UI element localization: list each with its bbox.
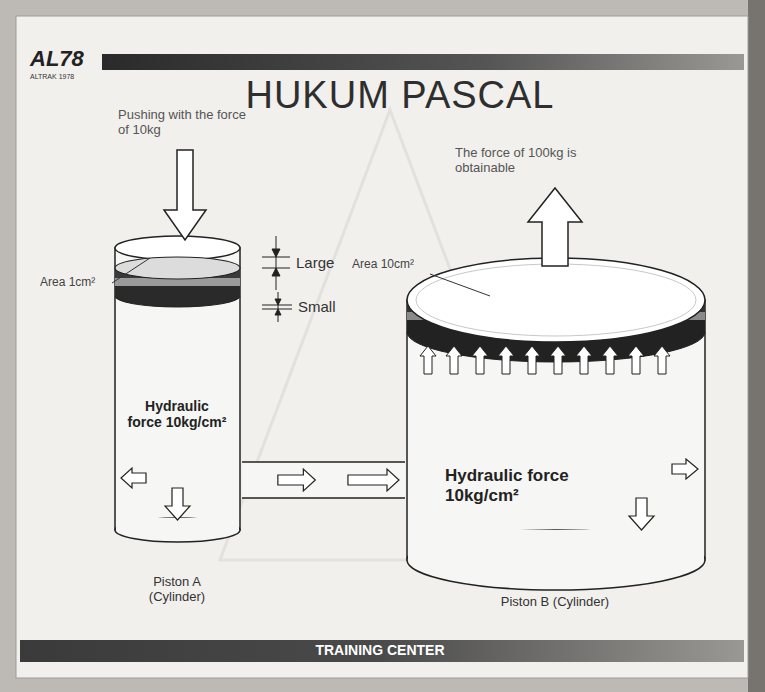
logo-text: AL78 [30,46,102,71]
output-arrow [528,188,582,266]
dimension-label: Large [296,254,356,271]
leader-line [112,258,150,283]
force-text: Hydraulic force 10kg/cm² [445,466,625,505]
force-text: Hydraulic force 10kg/cm² [127,398,227,430]
area-label: Area 1cm² [40,276,112,290]
dimension-label: Small [298,298,358,315]
dimension-marks [262,236,292,322]
cylinder-a [115,236,240,542]
force-note: Pushing with the force of 10kg [118,108,258,138]
cylinder-b [407,258,705,590]
piston-label: Piston B (Cylinder) [500,595,610,610]
hydraulic-cylinder: Hydraulic force 10kg/cm² Piston A (Cylind… [112,230,242,610]
logo-subtext: ALTRAK 1978 [30,73,102,81]
hydraulic-cylinder: Hydraulic force 10kg/cm² Piston B (Cylind… [405,240,707,625]
footer-text: TRAINING CENTER [200,642,560,658]
hydraulic-pipe [242,462,405,498]
area-label: Area 10cm² [352,258,432,272]
force-note: The force of 100kg is obtainable [455,146,605,176]
leader-line [430,274,490,296]
piston-label: Piston A (Cylinder) [132,575,222,605]
push-arrow [164,150,206,240]
